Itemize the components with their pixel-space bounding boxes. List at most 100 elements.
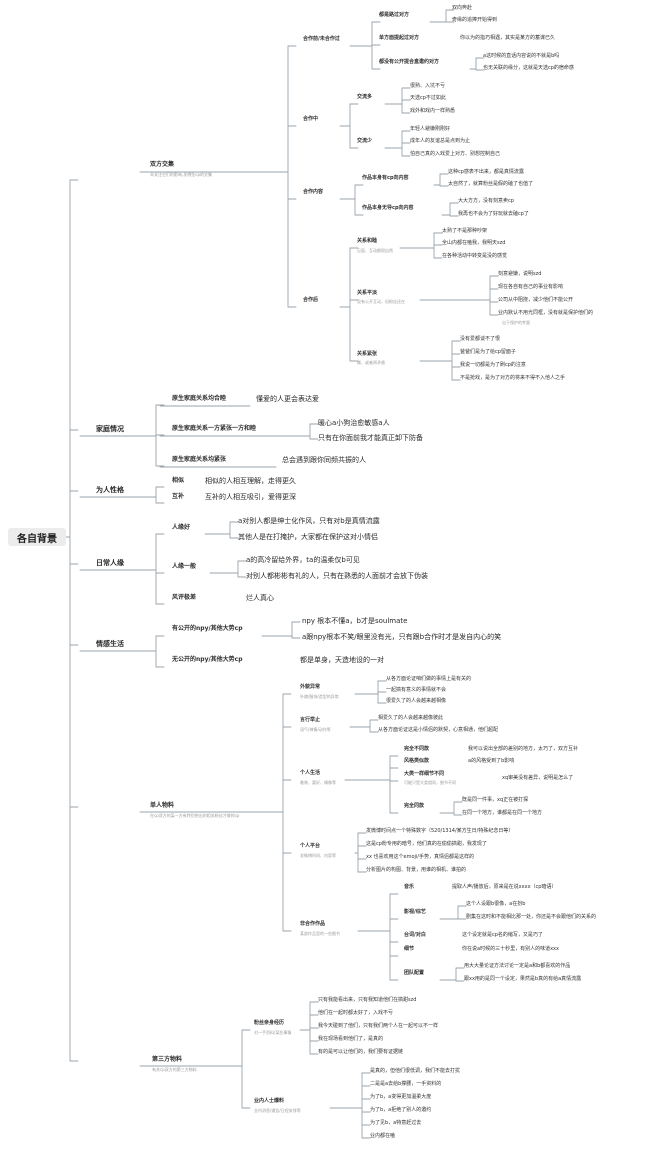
note: 对一手资料/某些事情 [254, 1030, 292, 1035]
node-popular: 人缘好 [172, 524, 191, 531]
connector [349, 21, 381, 70]
node-average: 人缘一般 [172, 563, 197, 570]
connector [261, 621, 301, 639]
leaf: 发微博时间点一个特殊数字（520/1314/某方生日/特殊纪念日等） [366, 828, 514, 834]
node-similar: 相似 [172, 477, 185, 484]
node-totally-different: 完全不同款 [404, 746, 430, 752]
node-after-coop: 合作后 [303, 297, 319, 303]
connector [429, 9, 455, 23]
leaf: 跟xx用的是同一个设定，果然是b真的有给a真情流露 [464, 976, 582, 982]
connector [441, 202, 459, 217]
note: 某部作品里的一些细节 [300, 931, 340, 936]
branch-personality: 为人性格 [96, 486, 124, 494]
leaf: 有的是可以让他们的，我们要有证据链 [318, 1049, 404, 1055]
node-bad-reputation: 风评极差 [172, 594, 197, 601]
branch-third-party-note: 有关cp双方的第三方物料 [152, 1067, 197, 1072]
connector [339, 103, 359, 149]
leaf: 其他人是在打掩护，大家都在保护这对小情侣 [238, 533, 378, 541]
node-same-kind: 大类一样细节不同 [404, 771, 445, 777]
leaf: 很熟、入坑不亏 [410, 83, 446, 89]
leaf: 在同一个地方，谁都是在同一个地方 [462, 810, 543, 816]
leaf: 我可以说出全部的差别的地方，太巧了，双方互补 [468, 746, 579, 752]
leaf: 为了b，a拒绝了别人的邀约 [370, 1107, 432, 1113]
leaf: 为了见b，a特意赶过去 [370, 1120, 422, 1126]
node-no-cp-content: 作品本身无导cp向内容 [362, 205, 414, 211]
leaf: 我在现场看到他们了，是真的 [318, 1036, 384, 1042]
branch-shuangfang: 双方交集 [150, 161, 175, 168]
leaf: 太自然了，就算粉丝是假的磕了也值了 [448, 181, 534, 187]
node-has-partner: 有公开的npy/其他大势cp [172, 625, 243, 632]
connector [419, 340, 461, 381]
leaf: 二是是a去给b撑腰，一手资料的 [370, 1081, 442, 1087]
branch-love-life: 情感生活 [96, 640, 124, 648]
connector [439, 967, 465, 982]
note: 没有公开互动，但粉丝还在 [357, 299, 405, 304]
leaf: a的高冷留给外界，ta的温柔仅b可见 [246, 556, 360, 564]
leaf: 怕自己真的入戏爱上对方、别想控制自己 [410, 151, 501, 157]
connector [329, 1072, 371, 1139]
connector [384, 130, 411, 157]
leaf: 不是抢戏，是为了对方的将来不得不入他人之手 [460, 375, 566, 381]
leaf: 我今天碰到了他们，只有我们两个人在一起可以不一样 [318, 1023, 439, 1029]
leaf: 这个设定就是cp名的缩写，又是巧了 [462, 932, 543, 938]
leaf: a这时候的直话内容说的不就是b吗 [483, 53, 560, 59]
branch-third-party: 第三方物料 [152, 1056, 183, 1063]
connector [354, 832, 367, 873]
leaf: 他们在一起时都太好了，入戏不亏 [318, 1010, 394, 1016]
leaf: 相爱久了的人会越来越像彼此 [378, 715, 444, 721]
leaf: 戏外和戏内一样熟悉 [410, 108, 456, 114]
node-little-talk: 交流少 [357, 138, 373, 144]
node-similar-style: 风格类似款 [404, 758, 430, 764]
leaf: 都是单身，天造地设的一对 [300, 656, 384, 664]
node-relationship-tense: 关系紧张 [357, 351, 378, 357]
leaf: 也无关联的缘分，这就是天选cp的宿命感 [483, 65, 574, 71]
branch-family: 家庭情况 [96, 425, 124, 433]
node-lines: 台词/对白 [404, 932, 426, 938]
node-one-mentioned: 单方面提起过对方 [379, 35, 420, 41]
node-never-mentioned: 都没有公开提合盒邀约对方 [379, 59, 440, 65]
leaf: 大大方方，没有刻意卖cp [458, 198, 514, 204]
node-music: 音乐 [404, 884, 415, 890]
leaf: 相似的人相互理解，走得更久 [205, 477, 296, 485]
branch-popularity: 日常人缘 [96, 559, 124, 567]
leaf: 业内默认不用光同框，没有就是保护他们的 [498, 310, 594, 316]
leaf: 很爱久了的人会越来越相像 [386, 698, 447, 704]
leaf: 既是同一件事，xq正在被打探 [462, 797, 529, 803]
node-much-talk: 交流多 [357, 94, 373, 100]
leaf: 剧集在这时和不能相比那一处，你还是不会跟他们的关系的 [466, 914, 597, 920]
leaf: 是真的，但他们很低调，我们不能去打扰 [370, 1068, 461, 1074]
leaf: 爸爸们是为了给cp留面子 [460, 349, 516, 355]
connector [209, 560, 247, 578]
note: 发微博时间、内容等 [300, 853, 336, 858]
root-connector [65, 179, 79, 1062]
leaf: a的风格受到了b影响 [468, 758, 515, 764]
branch-solo-note: 在cp双方的某一方有特别突出的相关粉丝才做的cp [150, 813, 240, 818]
leaf: 分析图片的构图、背景，用谁的相机、谁拍的 [366, 867, 467, 873]
connector [384, 87, 411, 114]
note: 见面、互动都很自然 [357, 248, 393, 253]
note: 业内消息/通告/日程安排等 [254, 1108, 301, 1113]
leaf: 从各方面论证这是小情侣的默契，心意相通，他们超配 [378, 727, 499, 733]
leaf: 懂爱的人更会表达爱 [256, 395, 319, 403]
node-during-coop: 合作中 [303, 116, 319, 122]
note: 撕、或者闹矛盾 [357, 360, 385, 365]
leaf: 刻意避嫌，说明szd [498, 271, 542, 277]
leaf: 现在各自有自己的事业有影响 [498, 284, 564, 290]
leaf: 这是cp粉专用的暗号，他们真的在偷偷搞甜，我发现了 [366, 841, 487, 847]
leaf: 暖心a小狗治愈敏感a人 [318, 419, 390, 427]
note: 语气/神情/动作等 [300, 727, 331, 732]
leaf: xx 也喜欢用这个emoji/手势，真情侣都是这样的 [366, 854, 474, 860]
leaf: 为了b，a变得更加温柔大度 [370, 1094, 432, 1100]
leaf: 我说一切都是为了刷cp的注意 [460, 362, 526, 368]
branch-shuangfang-note: 本关注它们的影响,发哪些cp的交集 [150, 172, 213, 177]
node-before-coop: 合作前/未合作过 [303, 36, 340, 42]
connector [433, 173, 449, 187]
connector [299, 1001, 319, 1055]
leaf: a跟npy根本不笑/眼里没有光，只有跟b合作时才是发自内心的笑 [302, 633, 502, 641]
node-insider: 业内人士爆料 [254, 1098, 285, 1104]
leaf: xq审美没有差异，说明是怎么了 [502, 775, 574, 781]
connector [419, 275, 499, 316]
leaf: 双向奔赴 [452, 5, 473, 11]
node-coop-content: 合作内容 [303, 189, 324, 195]
